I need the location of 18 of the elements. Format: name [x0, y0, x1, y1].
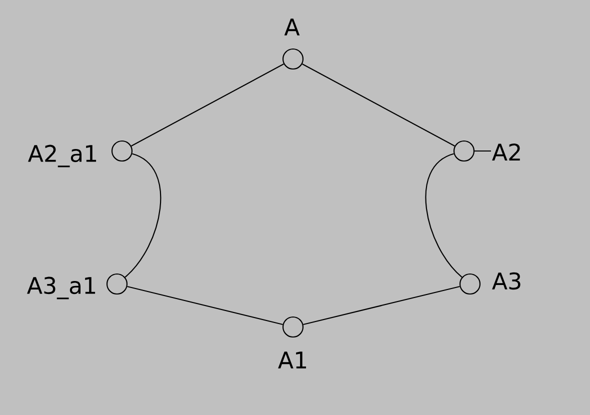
connector-line: [127, 286, 283, 326]
circle-node: [111, 140, 133, 162]
circle-node: [106, 273, 128, 295]
node-label: A2: [492, 143, 520, 160]
node-label: A2_a1: [28, 144, 96, 168]
node-label: A3_a1: [27, 276, 96, 300]
connector-line: [303, 286, 460, 326]
circle-node: [282, 316, 304, 338]
connector-line: [124, 153, 162, 278]
connector-line: [131, 64, 284, 146]
node-label: A: [284, 18, 300, 36]
node-label: A1: [278, 352, 306, 368]
connector-line: [425, 153, 462, 278]
connector-line: [302, 64, 455, 146]
circle-node: [453, 140, 475, 162]
node-label: A3: [492, 272, 520, 290]
circle-node: [459, 273, 481, 295]
circle-node: [282, 48, 304, 70]
